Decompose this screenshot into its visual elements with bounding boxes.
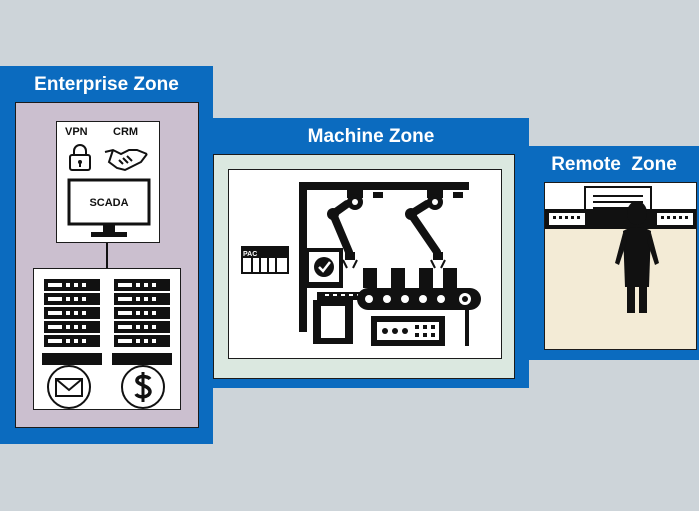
remote-zone-title: Remote Zone [551, 154, 677, 175]
machine-zone-title: Machine Zone [307, 126, 435, 147]
enterprise-zone-area: VPN CRM SCADA [15, 102, 199, 428]
monitor-icon [67, 178, 151, 237]
handshake-icon [104, 148, 148, 172]
operator-person-icon [615, 201, 659, 313]
machine-zone-area: PAC [213, 154, 515, 379]
remote-console-icon [545, 209, 696, 229]
server-rack-icon [42, 279, 102, 365]
remote-zone-area [544, 182, 697, 350]
product-boxes [363, 268, 457, 288]
remote-zone: Remote Zone [529, 146, 699, 360]
server-rack-icon [112, 279, 172, 365]
robot-arm-icon [327, 190, 383, 269]
pac-controller-icon [241, 246, 289, 274]
vpn-label: VPN [65, 126, 88, 138]
envelope-icon [47, 365, 91, 409]
machine-zone: Machine Zone PAC [213, 118, 529, 388]
network-link [106, 242, 108, 268]
enterprise-apps-panel: VPN CRM SCADA [56, 121, 160, 243]
dollar-icon [121, 365, 165, 409]
overhead-rail [299, 182, 469, 190]
factory-line-illustration: PAC [241, 182, 481, 346]
enterprise-servers-panel [33, 268, 181, 410]
conveyor-belt-icon [357, 288, 481, 310]
scada-label: SCADA [89, 197, 129, 209]
crm-label: CRM [113, 126, 139, 138]
control-panel-icon [371, 316, 445, 346]
robot-arm-icon [405, 190, 463, 269]
belt-leg [465, 308, 469, 346]
remote-workstation-illustration [545, 186, 696, 313]
enterprise-zone: Enterprise Zone VPN CRM SC [0, 66, 213, 444]
support-post [299, 182, 307, 332]
factory-floor-panel: PAC [228, 169, 502, 359]
control-station-icon [305, 248, 377, 344]
pac-label: PAC [243, 251, 257, 258]
lock-icon [69, 144, 91, 171]
enterprise-zone-title: Enterprise Zone [34, 74, 179, 95]
